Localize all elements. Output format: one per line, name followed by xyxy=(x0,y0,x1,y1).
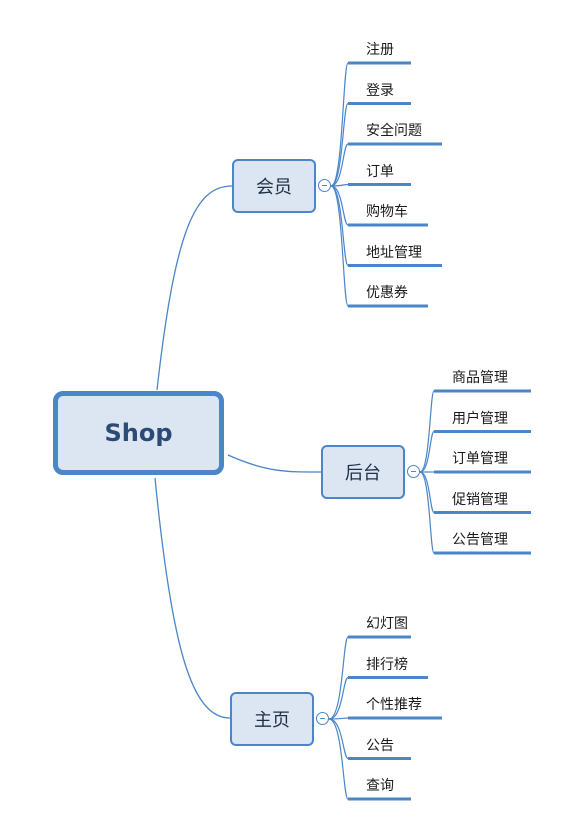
connector-root-members xyxy=(156,185,233,391)
collapse-homepage-icon[interactable] xyxy=(316,712,329,725)
connector-2-2 xyxy=(328,717,349,720)
connector-1-4 xyxy=(419,471,435,554)
leaf-topic-label[interactable]: 安全问题 xyxy=(366,123,422,139)
leaf-topic-label[interactable]: 幻灯图 xyxy=(366,616,408,632)
leaf-topic-label[interactable]: 购物车 xyxy=(366,204,408,220)
leaf-topic-label[interactable]: 注册 xyxy=(366,42,394,58)
leaf-topic-label[interactable]: 个性推荐 xyxy=(366,697,422,713)
connector-lines xyxy=(154,61,531,801)
leaf-topic-label[interactable]: 排行榜 xyxy=(366,656,408,673)
connector-2-1 xyxy=(328,676,349,720)
leaf-topic-label[interactable]: 登录 xyxy=(366,82,394,99)
connector-0-6 xyxy=(330,185,349,307)
collapse-admin-icon[interactable] xyxy=(407,465,420,478)
leaf-topic-label[interactable]: 促销管理 xyxy=(452,491,508,508)
leaf-topic-label[interactable]: 公告 xyxy=(366,737,394,754)
connector-1-0 xyxy=(419,390,435,473)
leaf-topic-label[interactable]: 地址管理 xyxy=(366,244,422,261)
leaf-topic-label[interactable]: 公告管理 xyxy=(452,532,508,548)
connector-0-2 xyxy=(330,143,349,187)
connector-2-4 xyxy=(328,718,349,800)
connector-1-1 xyxy=(419,430,435,473)
branch-node-admin[interactable]: 后台 xyxy=(321,445,405,499)
branch-node-members[interactable]: 会员 xyxy=(232,159,316,213)
connector-root-homepage xyxy=(154,477,231,719)
leaf-topic-label[interactable]: 查询 xyxy=(366,778,394,794)
connector-0-5 xyxy=(330,185,349,267)
leaf-topic-label[interactable]: 优惠券 xyxy=(366,285,408,301)
connector-root-admin xyxy=(227,454,322,473)
collapse-members-icon[interactable] xyxy=(318,179,331,192)
connector-2-0 xyxy=(328,636,349,720)
connector-0-3 xyxy=(330,183,349,187)
branch-node-homepage[interactable]: 主页 xyxy=(230,692,314,746)
root-node-shop[interactable]: Shop xyxy=(53,391,224,475)
connector-0-1 xyxy=(330,102,349,187)
leaf-topic-label[interactable]: 用户管理 xyxy=(452,410,508,427)
leaf-topic-label[interactable]: 订单 xyxy=(366,163,394,180)
connector-0-0 xyxy=(330,62,349,187)
leaf-topic-label[interactable]: 商品管理 xyxy=(452,370,508,386)
leaf-topic-label[interactable]: 订单管理 xyxy=(452,451,508,467)
